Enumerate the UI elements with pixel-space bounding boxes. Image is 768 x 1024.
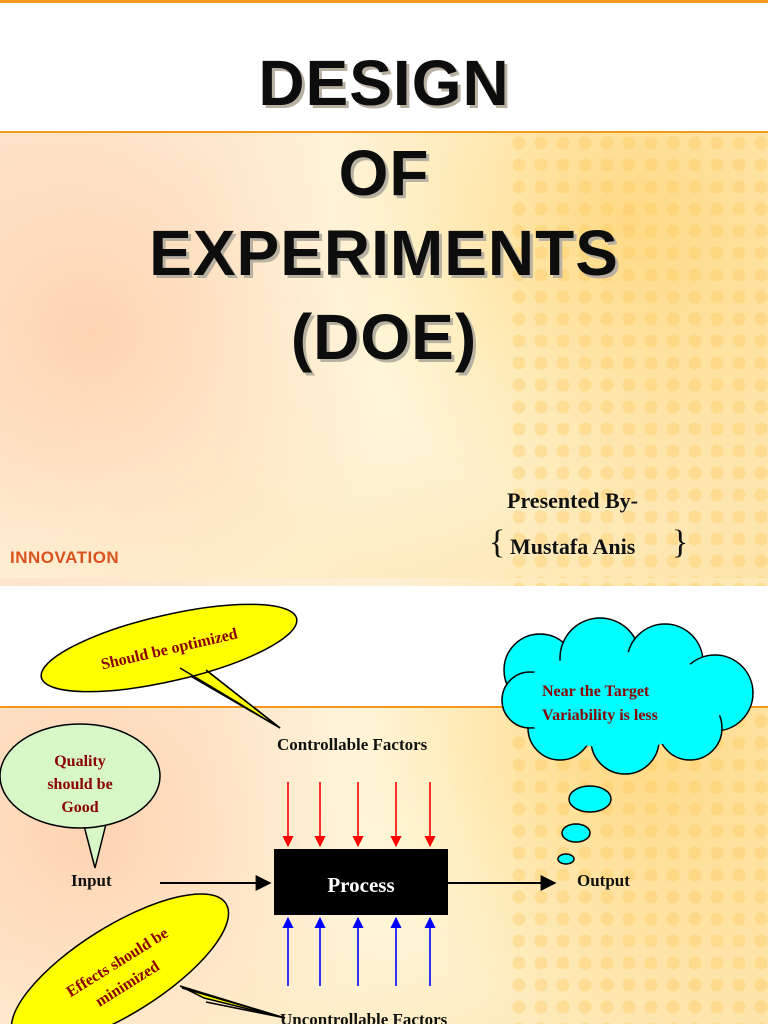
title-line-experiments: EXPERIMENTS xyxy=(149,217,619,289)
target-thought-cloud: Near the Target Variability is less xyxy=(501,617,754,865)
brace-open-icon: { xyxy=(489,524,506,561)
input-label: Input xyxy=(71,871,112,890)
uncontrollable-factor-arrows xyxy=(282,916,436,986)
controllable-factor-arrows xyxy=(282,782,436,848)
presented-by-label: Presented By- xyxy=(507,488,638,513)
optimized-callout: Should be optimized xyxy=(40,603,298,729)
process-label: Process xyxy=(327,873,394,897)
quality-speech-bubble: Quality should be Good xyxy=(0,723,161,869)
quality-text-line2: should be xyxy=(47,776,112,793)
title-band xyxy=(0,0,768,133)
effects-callout: Effects should be minimized xyxy=(10,893,286,1024)
innovation-logo: INNOVATION xyxy=(10,548,120,567)
presenter-name: Mustafa Anis xyxy=(510,534,636,559)
quality-text-line3: Good xyxy=(61,799,98,816)
process-box: Process xyxy=(274,849,448,915)
controllable-factors-label: Controllable Factors xyxy=(277,735,428,754)
quality-text-line1: Quality xyxy=(54,753,106,770)
doe-diagram-slide: Should be optimized Near the Target Vari… xyxy=(0,578,768,1024)
uncontrollable-factors-label: Uncontrollable Factors xyxy=(280,1010,448,1024)
cloud-text-line1: Near the Target xyxy=(542,683,650,700)
brace-close-icon: } xyxy=(672,524,689,561)
output-label: Output xyxy=(577,871,630,890)
title-line-of: OF xyxy=(338,137,430,209)
cloud-text-line2: Variability is less xyxy=(542,707,658,724)
title-line-design: DESIGN xyxy=(258,47,510,119)
title-slide: DESIGN OF EXPERIMENTS (DOE) Presented By… xyxy=(0,0,768,578)
title-line-doe: (DOE) xyxy=(290,301,478,373)
doe-diagram: Should be optimized Near the Target Vari… xyxy=(0,603,754,1024)
